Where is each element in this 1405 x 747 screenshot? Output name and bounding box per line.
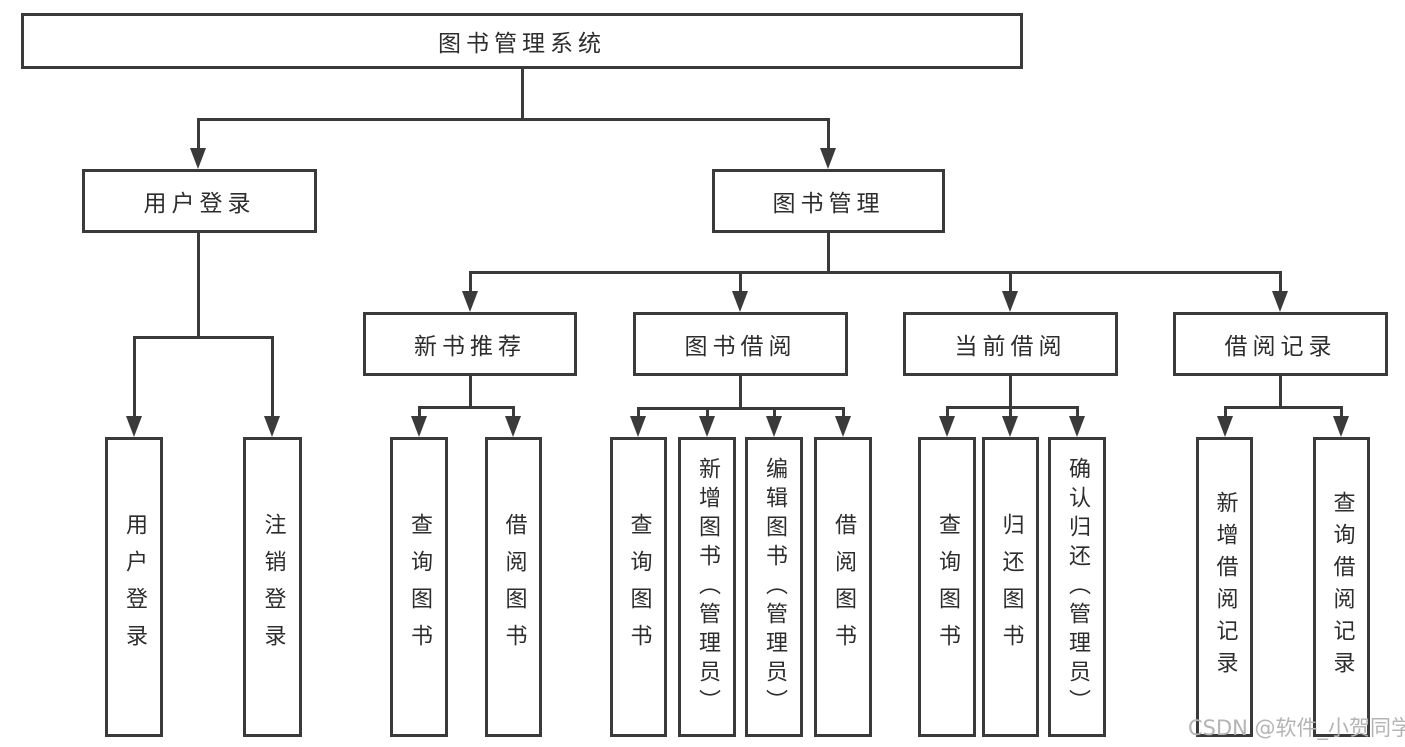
leaf-query-borrow-record: 查询借阅记录 [1313,437,1370,737]
connector-borrowing-records-stem [1279,376,1282,409]
connector-to-leaf-borrow-books-recommend [512,406,515,420]
arrow-down-icon [820,148,836,169]
connector-book-borrowing-stem [739,376,742,410]
node-current-borrowing-label: 当前借阅 [954,334,1067,360]
arrow-down-icon [505,416,521,437]
leaf-borrow-books-recommend: 借阅图书 [485,437,542,737]
connector-root-to-book-management [827,118,830,152]
arrow-down-icon [126,416,142,437]
arrow-down-icon [732,291,748,312]
connector-book-management-stem [827,233,830,274]
arrow-down-icon [1069,416,1085,437]
node-user-login: 用户登录 [82,169,317,233]
connector-to-current-borrowing [1009,271,1012,295]
node-library-management-system-label: 图书管理系统 [438,31,606,57]
leaf-user-login-label: 用户登录 [122,513,147,661]
leaf-confirm-return-admin-label: 确认归还（管理员） [1065,456,1090,718]
arrow-down-icon [766,416,782,437]
connector-new-book-recommend-stem [469,376,472,409]
connector-new-book-recommend-bar [418,406,515,409]
arrow-down-icon [1333,416,1349,437]
connector-to-leaf-user-login [133,336,136,418]
arrow-down-icon [699,416,715,437]
node-book-management-label: 图书管理 [772,191,885,217]
node-user-login-label: 用户登录 [143,191,256,217]
connector-root-bar [197,118,830,121]
arrow-down-icon [1217,416,1233,437]
leaf-logout-login: 注销登录 [243,437,302,737]
connector-to-leaf-add-borrow-record [1224,406,1227,420]
connector-to-leaf-logout-login [271,336,274,418]
leaf-add-book-admin: 新增图书（管理员） [678,437,736,737]
csdn-watermark: CSDN @软件_小贺同学 [1188,716,1405,740]
leaf-borrow-books-borrowing-label: 借阅图书 [831,513,856,661]
leaf-logout-login-label: 注销登录 [260,513,286,661]
node-new-book-recommend-label: 新书推荐 [414,334,526,360]
leaf-query-books-borrowing-label: 查询图书 [626,513,652,661]
connector-root-to-user-login [197,118,200,152]
connector-book-borrowing-bar [637,407,844,410]
connector-to-borrowing-records [1279,271,1282,295]
leaf-add-borrow-record-label: 新增借阅记录 [1212,491,1238,683]
arrow-down-icon [835,416,851,437]
node-book-borrowing: 图书借阅 [633,312,848,376]
connector-to-leaf-add-book-admin [706,407,709,420]
leaf-add-book-admin-label: 新增图书（管理员） [695,456,720,718]
leaf-user-login: 用户登录 [105,437,163,737]
arrow-down-icon [411,416,427,437]
connector-book-management-bar [469,271,1282,274]
arrow-down-icon [462,291,478,312]
arrow-down-icon [264,416,280,437]
connector-to-leaf-edit-book-admin [773,407,776,420]
arrow-down-icon [1002,291,1018,312]
leaf-query-books-recommend: 查询图书 [390,437,448,737]
connector-to-book-borrowing [739,271,742,295]
connector-user-login-bar [133,336,274,339]
connector-borrowing-records-bar [1224,406,1343,409]
connector-current-borrowing-bar [946,406,1079,409]
arrow-down-icon [190,148,206,169]
connector-to-leaf-borrow-books-borrowing [842,407,845,420]
connector-to-leaf-query-books-recommend [418,406,421,420]
connector-to-leaf-query-books-current [946,406,949,420]
arrow-down-icon [1002,416,1018,437]
node-current-borrowing: 当前借阅 [903,312,1118,376]
leaf-edit-book-admin-label: 编辑图书（管理员） [762,456,787,718]
node-borrowing-records: 借阅记录 [1173,312,1388,376]
connector-to-leaf-return-book [1009,406,1012,420]
leaf-borrow-books-borrowing: 借阅图书 [814,437,872,737]
node-new-book-recommend: 新书推荐 [363,312,577,376]
leaf-edit-book-admin: 编辑图书（管理员） [745,437,803,737]
leaf-query-books-current-label: 查询图书 [935,513,960,661]
arrow-down-icon [630,416,646,437]
node-book-borrowing-label: 图书借阅 [684,334,797,360]
leaf-query-books-recommend-label: 查询图书 [407,513,432,661]
node-borrowing-records-label: 借阅记录 [1224,334,1337,360]
connector-root-stem [521,69,524,121]
connector-current-borrowing-stem [1009,376,1012,409]
node-library-management-system: 图书管理系统 [21,13,1023,69]
leaf-add-borrow-record: 新增借阅记录 [1196,437,1253,737]
arrow-down-icon [939,416,955,437]
leaf-confirm-return-admin: 确认归还（管理员） [1048,437,1106,737]
node-book-management: 图书管理 [712,169,945,233]
arrow-down-icon [1272,291,1288,312]
connector-to-new-book-recommend [469,271,472,295]
connector-to-leaf-query-borrow-record [1340,406,1343,420]
connector-user-login-stem [197,233,200,339]
leaf-query-books-current: 查询图书 [918,437,976,737]
leaf-query-borrow-record-label: 查询借阅记录 [1329,491,1355,683]
leaf-return-book-label: 归还图书 [998,513,1024,661]
leaf-query-books-borrowing: 查询图书 [610,437,667,737]
connector-to-leaf-query-books-borrowing [637,407,640,420]
leaf-return-book: 归还图书 [982,437,1039,737]
leaf-borrow-books-recommend-label: 借阅图书 [501,513,527,661]
connector-to-leaf-confirm-return-admin [1076,406,1079,420]
